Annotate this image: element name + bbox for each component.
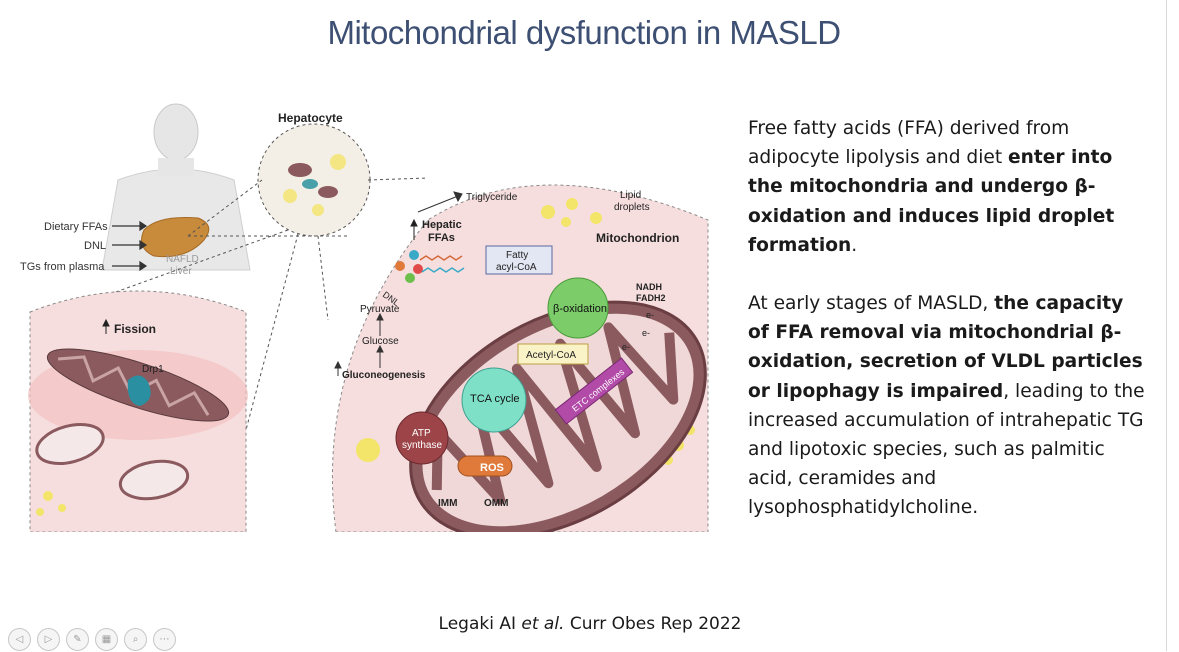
paragraph-1-bold: enter into the mitochondria and undergo … — [748, 147, 1115, 256]
slides-icon[interactable]: ▦ — [95, 628, 118, 651]
paragraph-2-text: At early stages of MASLD, — [748, 293, 995, 315]
beta-oxidation-label: β-oxidation — [553, 303, 607, 315]
slide-border — [1166, 0, 1167, 651]
fatty-acid-molecules — [395, 250, 465, 283]
hepatic-ffas-label-1: Hepatic — [422, 219, 462, 231]
nadh-label: NADH — [636, 282, 662, 292]
citation-journal: Curr Obes Rep 2022 — [564, 614, 742, 634]
triglyceride-label: Triglyceride — [466, 192, 518, 203]
pen-icon[interactable]: ✎ — [66, 628, 89, 651]
zoom-icon[interactable]: ⌕ — [124, 628, 147, 651]
liver-label-nafld: NAFLD — [166, 254, 199, 265]
slide-title: Mitochondrial dysfunction in MASLD — [327, 14, 841, 51]
etc-complexes-bar — [554, 357, 634, 425]
paragraph-ffa-entry: Free fatty acids (FFA) derived from adip… — [748, 114, 1148, 260]
gluconeogenesis-pathway-arrows — [334, 312, 384, 376]
fatty-acyl-coa-label-2: acyl-CoA — [496, 262, 537, 273]
presentation-toolbar: ◁ ▷ ✎ ▦ ⌕ ⋯ — [8, 628, 176, 652]
atp-synthase-node — [395, 411, 449, 465]
previous-icon[interactable]: ◁ — [8, 628, 31, 651]
atp-synthase-label-1: ATP — [412, 428, 431, 439]
paragraph-1-end: . — [851, 234, 858, 256]
omm-label: OMM — [484, 498, 508, 509]
electron-label-2: e- — [642, 328, 650, 338]
zoom-connector-lines — [37, 177, 429, 461]
fatty-acyl-coa-label-1: Fatty — [506, 250, 528, 261]
input-arrows — [112, 220, 148, 272]
beta-oxidation-node — [547, 277, 609, 339]
tca-cycle-label: TCA cycle — [470, 393, 520, 405]
daughter-mitochondria — [35, 423, 190, 516]
acetyl-coa-box — [517, 343, 589, 365]
citation: Legaki AI et al. Curr Obes Rep 2022 — [0, 614, 1179, 634]
input-dnl: DNL — [84, 240, 106, 252]
paragraph-2-bold: the capacity of FFA removal via mitochon… — [748, 293, 1143, 402]
paragraph-1-text: Free fatty acids (FFA) derived from adip… — [748, 118, 1070, 169]
hepatocyte-label: Hepatocyte — [278, 111, 343, 125]
acetyl-coa-label: Acetyl-CoA — [526, 350, 576, 361]
input-tgs-from-plasma: TGs from plasma — [20, 261, 105, 273]
ros-badge — [457, 455, 513, 477]
glucose-label: Glucose — [362, 336, 399, 347]
paragraph-2-end: , leading to the increased accumulation … — [748, 380, 1145, 519]
triglyceride-arrow — [417, 191, 463, 213]
ros-label: ROS — [480, 462, 504, 474]
citation-authors: Legaki AI — [438, 614, 522, 634]
more-icon[interactable]: ⋯ — [153, 628, 176, 651]
electron-label-1: e- — [646, 310, 654, 320]
fission-up-arrow — [102, 318, 110, 334]
input-dietary-ffas: Dietary FFAs — [44, 221, 108, 233]
mitochondrion-label: Mitochondrion — [596, 231, 679, 245]
lipid-droplets-label-2: droplets — [614, 202, 650, 213]
imm-label: IMM — [438, 498, 457, 509]
fadh2-label: FADH2 — [636, 293, 666, 303]
drp1-icon — [127, 375, 151, 406]
mitochondrial-dysfunction-figure: NAFLD Liver Dietary FFAs DNL TGs from pl… — [20, 103, 709, 532]
gluconeogenesis-label: Gluconeogenesis — [342, 370, 426, 381]
lipid-droplets-label-1: Lipid — [620, 190, 641, 201]
liver-icon — [141, 217, 210, 258]
liver-label-liver: Liver — [170, 266, 192, 277]
electron-label-3: e- — [622, 342, 630, 352]
drp1-label: Drp1 — [142, 364, 164, 375]
slide-text-block: Free fatty acids (FFA) derived from adip… — [748, 114, 1148, 523]
citation-et-al: et al. — [521, 614, 565, 634]
tca-cycle-node — [461, 367, 527, 433]
hepatic-ffas-label-2: FFAs — [428, 232, 455, 244]
hepatocyte-organelles — [283, 154, 346, 216]
next-icon[interactable]: ▷ — [37, 628, 60, 651]
hepatic-ffas-up-arrow — [410, 218, 418, 240]
fatty-acyl-coa-box — [485, 245, 553, 275]
paragraph-early-stages: At early stages of MASLD, the capacity o… — [748, 289, 1148, 523]
fission-label: Fission — [114, 322, 156, 336]
atp-synthase-label-2: synthase — [402, 440, 442, 451]
pyruvate-label: Pyruvate — [360, 304, 400, 315]
